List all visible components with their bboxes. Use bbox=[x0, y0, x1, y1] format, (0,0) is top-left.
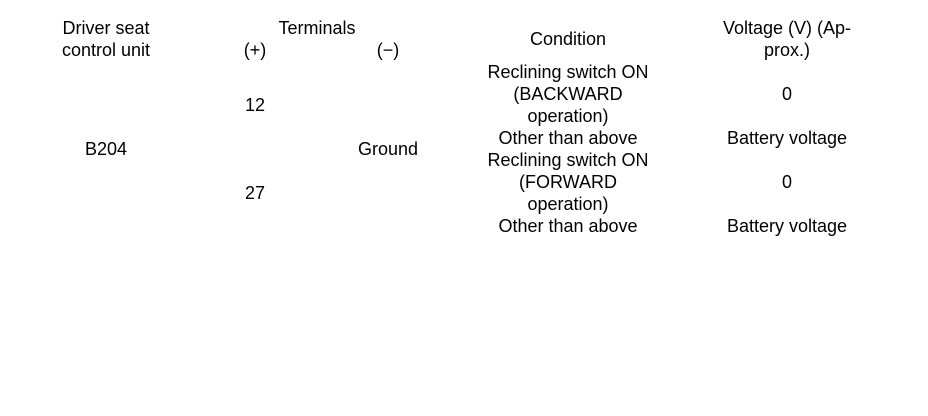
cell-voltage: Battery voltage bbox=[726, 127, 848, 148]
cell-condition: Other than above bbox=[498, 127, 638, 148]
header-driver-seat-control-unit: Driver seat control unit bbox=[61, 18, 151, 60]
header-terminal-positive: (+) bbox=[243, 39, 267, 60]
cell-voltage: 0 bbox=[781, 171, 792, 192]
terminal-voltage-table: Driver seat control unit Terminals Condi… bbox=[28, 18, 888, 238]
table-row: 27 Reclining switch ON (FORWARD operatio… bbox=[28, 150, 888, 216]
cell-condition: Reclining switch ON (BACKWARD operation) bbox=[487, 61, 649, 126]
table-header: Driver seat control unit Terminals Condi… bbox=[28, 18, 888, 62]
table-body: B204 12 Ground Reclining switch ON (BACK… bbox=[28, 62, 888, 238]
cell-voltage: 0 bbox=[781, 83, 792, 104]
table-row: B204 12 Ground Reclining switch ON (BACK… bbox=[28, 61, 888, 159]
header-row-bottom: (+) (−) bbox=[28, 40, 888, 62]
cell-terminal-negative-ground: Ground bbox=[357, 138, 419, 159]
cell-terminal-positive-27: 27 bbox=[244, 182, 266, 203]
cell-voltage: Battery voltage bbox=[726, 215, 848, 236]
cell-condition: Reclining switch ON (FORWARD operation) bbox=[487, 149, 649, 214]
cell-terminal-positive-12: 12 bbox=[244, 94, 266, 115]
table-row: Other than above Battery voltage bbox=[28, 216, 888, 238]
table-row: Other than above Battery voltage bbox=[28, 128, 888, 150]
header-terminal-negative: (−) bbox=[376, 39, 400, 60]
header-terminals: Terminals bbox=[278, 18, 356, 38]
header-row-top: Driver seat control unit Terminals Condi… bbox=[28, 18, 888, 60]
header-condition: Condition bbox=[529, 28, 607, 49]
cell-condition: Other than above bbox=[498, 215, 638, 236]
header-voltage-approx: Voltage (V) (Ap- prox.) bbox=[722, 18, 852, 60]
cell-control-unit-b204: B204 bbox=[84, 138, 128, 159]
